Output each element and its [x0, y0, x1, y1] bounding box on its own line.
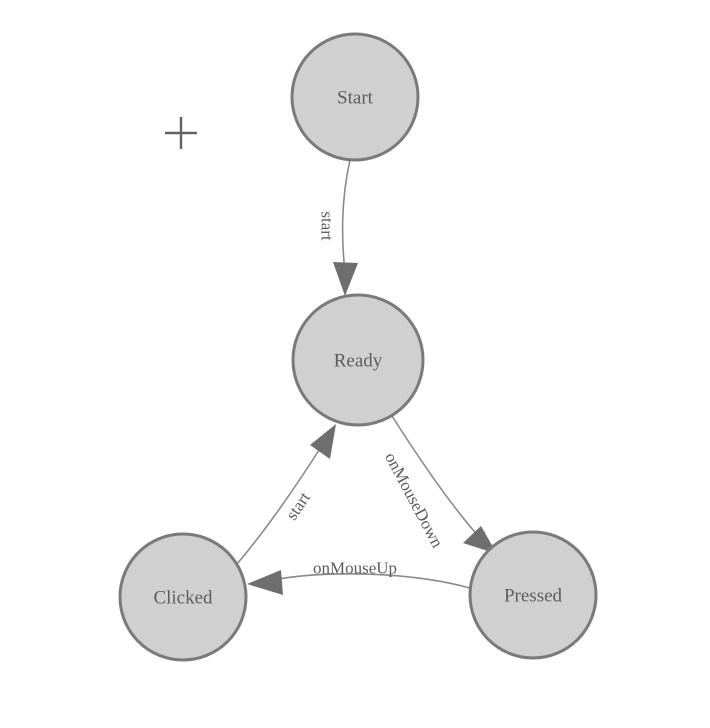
- edge-start-to-ready-arrowhead: [333, 262, 358, 296]
- node-start-label: Start: [337, 88, 374, 109]
- node-ready[interactable]: Ready: [291, 293, 425, 427]
- crosshair-icon[interactable]: [165, 117, 197, 149]
- edge-pressed-to-clicked[interactable]: onMouseUp: [247, 559, 471, 596]
- edge-ready-to-pressed-label: onMouseDown: [381, 449, 447, 551]
- node-pressed[interactable]: Pressed: [468, 530, 598, 660]
- edge-start-to-ready-label: start: [318, 211, 337, 241]
- node-layer: Start Ready Clicked Pressed: [118, 32, 598, 662]
- edge-clicked-to-ready-path[interactable]: [236, 446, 322, 565]
- edge-clicked-to-ready-label: start: [282, 488, 314, 523]
- edge-pressed-to-clicked-arrowhead: [247, 570, 283, 595]
- edge-ready-to-pressed-path[interactable]: [391, 415, 482, 540]
- node-clicked-circle[interactable]: [118, 532, 248, 662]
- edge-ready-to-pressed-arrowhead: [463, 526, 497, 554]
- node-clicked[interactable]: Clicked: [118, 532, 248, 662]
- edge-start-to-ready[interactable]: start: [318, 159, 359, 296]
- edge-pressed-to-clicked-label: onMouseUp: [313, 559, 397, 578]
- edge-ready-to-pressed[interactable]: onMouseDown: [381, 415, 497, 554]
- node-start-circle[interactable]: [290, 32, 420, 162]
- node-start[interactable]: Start: [290, 32, 420, 162]
- edge-clicked-to-ready-arrowhead: [310, 424, 336, 459]
- node-pressed-label: Pressed: [504, 586, 563, 607]
- node-ready-circle[interactable]: [291, 293, 425, 427]
- node-pressed-circle[interactable]: [468, 530, 598, 660]
- edge-pressed-to-clicked-path[interactable]: [271, 573, 471, 589]
- edge-start-to-ready-path[interactable]: [341, 159, 351, 273]
- node-ready-label: Ready: [334, 351, 383, 372]
- edge-clicked-to-ready[interactable]: start: [236, 424, 336, 565]
- node-clicked-label: Clicked: [153, 588, 213, 609]
